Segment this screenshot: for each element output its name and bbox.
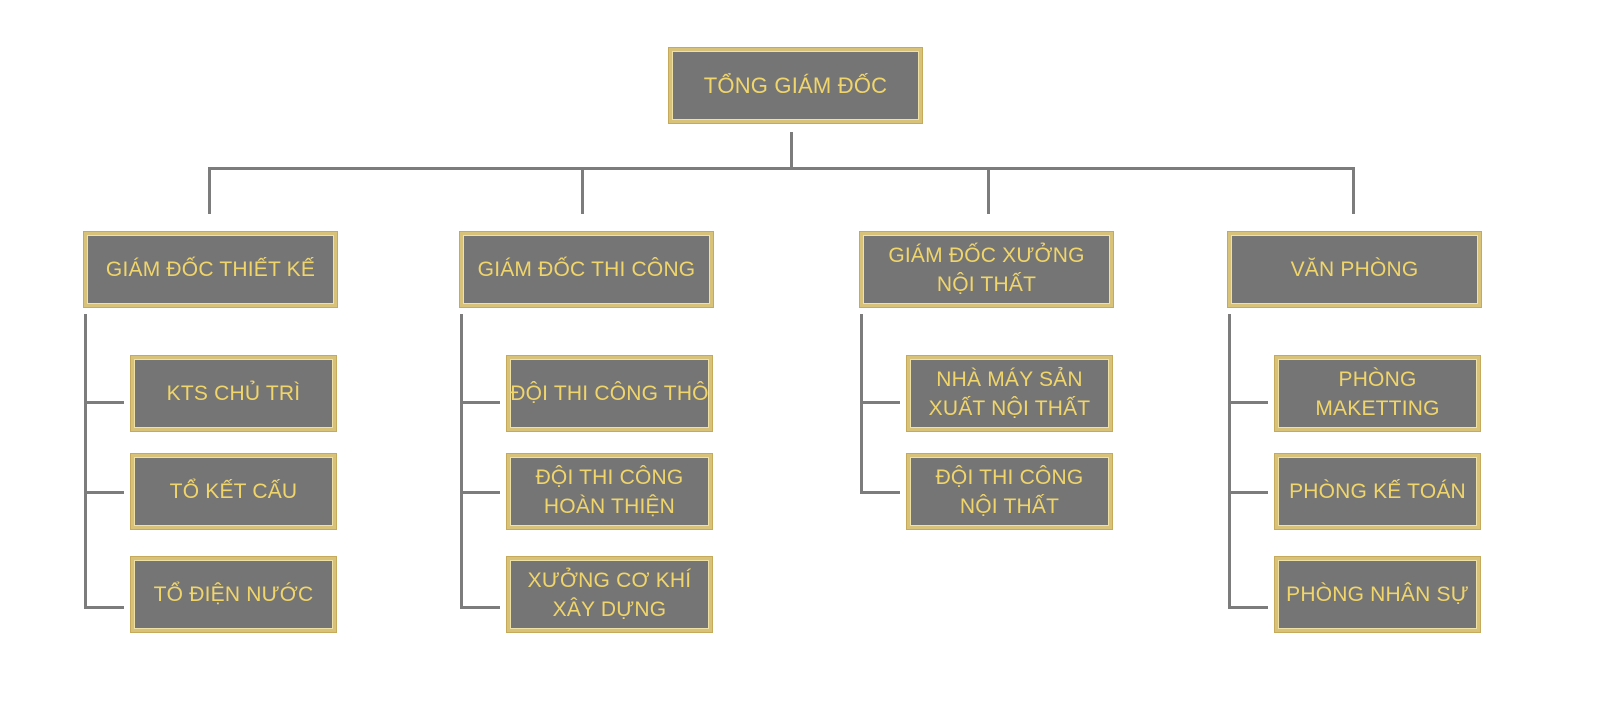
- unit-box: TỔ ĐIỆN NƯỚC: [131, 557, 336, 632]
- unit-box: XƯỞNG CƠ KHÍ XÂY DỰNG: [507, 557, 712, 632]
- unit-box: PHÒNG MAKETTING: [1275, 356, 1480, 431]
- unit-box: ĐỘI THI CÔNG THÔ: [507, 356, 712, 431]
- unit-branch-connector: [84, 606, 124, 609]
- unit-box: PHÒNG NHÂN SỰ: [1275, 557, 1480, 632]
- unit-branch-connector: [84, 491, 124, 494]
- unit-box: NHÀ MÁY SẢN XUẤT NỘI THẤT: [907, 356, 1112, 431]
- dept-3-vertical-connector: [860, 314, 863, 494]
- dept-2-drop-connector: [581, 167, 584, 214]
- dept-1-vertical-connector: [84, 314, 87, 609]
- unit-branch-connector: [1228, 401, 1268, 404]
- top-horizontal-connector: [208, 167, 1355, 170]
- unit-box: ĐỘI THI CÔNG HOÀN THIỆN: [507, 454, 712, 529]
- unit-branch-connector: [860, 401, 900, 404]
- department-box: VĂN PHÒNG: [1228, 232, 1481, 307]
- department-box: GIÁM ĐỐC XƯỞNG NỘI THẤT: [860, 232, 1113, 307]
- dept-4-drop-connector: [1352, 167, 1355, 214]
- unit-branch-connector: [1228, 491, 1268, 494]
- dept-2-vertical-connector: [460, 314, 463, 609]
- department-box: GIÁM ĐỐC THIẾT KẾ: [84, 232, 337, 307]
- dept-3-drop-connector: [987, 167, 990, 214]
- unit-branch-connector: [84, 401, 124, 404]
- dept-4-vertical-connector: [1228, 314, 1231, 609]
- unit-branch-connector: [860, 491, 900, 494]
- unit-branch-connector: [460, 606, 500, 609]
- unit-box: TỔ KẾT CẤU: [131, 454, 336, 529]
- unit-box: ĐỘI THI CÔNG NỘI THẤT: [907, 454, 1112, 529]
- unit-branch-connector: [460, 491, 500, 494]
- unit-box: KTS CHỦ TRÌ: [131, 356, 336, 431]
- unit-box: PHÒNG KẾ TOÁN: [1275, 454, 1480, 529]
- unit-branch-connector: [460, 401, 500, 404]
- dept-1-drop-connector: [208, 167, 211, 214]
- root-down-connector: [790, 132, 793, 168]
- department-box: GIÁM ĐỐC THI CÔNG: [460, 232, 713, 307]
- root-box: TỔNG GIÁM ĐỐC: [669, 48, 922, 123]
- unit-branch-connector: [1228, 606, 1268, 609]
